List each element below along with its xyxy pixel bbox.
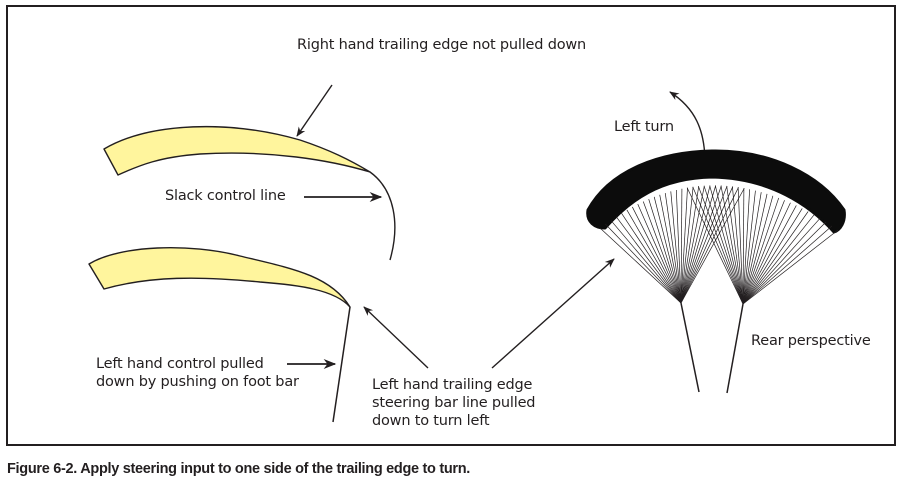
suspension-line-right	[742, 211, 809, 305]
paraglider-canopy	[586, 149, 846, 394]
suspension-line-right	[742, 197, 780, 305]
canopy-body	[586, 149, 846, 234]
suspension-line-left	[680, 185, 722, 304]
suspension-line-left	[680, 185, 711, 304]
pulled-control-line	[332, 306, 351, 423]
suspension-line-right	[742, 205, 797, 305]
suspension-line-right	[742, 214, 815, 305]
suspension-line-left	[680, 187, 688, 304]
suspension-line-left	[680, 187, 739, 304]
suspension-line-right	[709, 185, 744, 305]
suspension-line-right	[742, 208, 803, 305]
suspension-line-left	[680, 188, 683, 304]
suspension-line-left	[605, 223, 682, 304]
suspension-line-left	[626, 209, 682, 304]
suspension-line-right	[742, 190, 756, 305]
suspension-line-right	[742, 189, 751, 305]
suspension-line-right	[720, 185, 744, 305]
arrow-left-trailing-edge-to-canopy	[491, 258, 615, 369]
lower-airfoil	[88, 247, 351, 308]
slack-control-line	[369, 171, 396, 261]
suspension-line-right	[692, 186, 744, 305]
label-slack-control-line: Slack control line	[165, 188, 286, 204]
suspension-line-left	[680, 186, 734, 304]
suspension-line-left	[680, 185, 728, 304]
suspension-line-left	[680, 188, 745, 304]
label-left-trailing-edge-3: down to turn left	[372, 413, 490, 429]
suspension-line-left	[621, 212, 682, 304]
arrow-left-trailing-edge-to-airfoil	[363, 306, 429, 369]
suspension-line-right	[742, 200, 785, 305]
suspension-line-left	[642, 201, 682, 304]
suspension-line-left	[664, 192, 682, 304]
suspension-line-right	[742, 218, 821, 305]
label-left-hand-control-1: Left hand control pulled	[96, 356, 264, 372]
suspension-line-left	[680, 185, 717, 304]
suspension-line-left	[680, 186, 694, 304]
suspension-line-right	[742, 225, 833, 305]
suspension-line-right	[742, 192, 762, 305]
suspension-line-right	[737, 187, 744, 305]
suspension-line-left	[648, 198, 682, 304]
suspension-line-right	[703, 185, 744, 305]
suspension-line-left	[632, 206, 682, 304]
suspension-line-right	[742, 202, 791, 305]
label-left-trailing-edge-2: steering bar line pulled	[372, 395, 536, 411]
label-right-trailing-edge: Right hand trailing edge not pulled down	[297, 37, 587, 53]
suspension-line-left	[599, 227, 682, 304]
suspension-line-right	[698, 186, 744, 305]
label-left-trailing-edge-1: Left hand trailing edge	[372, 377, 533, 393]
label-left-turn: Left turn	[614, 119, 674, 135]
suspension-line-right	[742, 195, 774, 305]
suspension-line-right	[742, 188, 745, 305]
riser-left	[680, 302, 700, 393]
suspension-line-left	[610, 219, 682, 304]
suspension-line-right	[742, 193, 768, 305]
label-left-hand-control-2: down by pushing on foot bar	[96, 374, 299, 390]
suspension-line-left	[670, 191, 682, 304]
suspension-line-right	[742, 229, 839, 305]
suspension-line-left	[659, 194, 682, 304]
suspension-lines	[599, 185, 839, 305]
suspension-line-left	[615, 216, 682, 304]
arrow-right-trailing-edge	[296, 84, 333, 137]
suspension-line-right	[686, 187, 744, 305]
suspension-line-right	[726, 185, 744, 305]
upper-airfoil	[103, 125, 371, 176]
riser-right	[726, 303, 744, 394]
suspension-line-right	[732, 186, 744, 305]
suspension-line-left	[675, 189, 682, 304]
figure-caption: Figure 6-2. Apply steering input to one …	[7, 461, 471, 477]
suspension-line-left	[653, 196, 682, 304]
suspension-line-right	[742, 221, 827, 305]
suspension-line-right	[714, 185, 744, 305]
suspension-line-left	[637, 203, 682, 304]
label-rear-perspective: Rear perspective	[751, 333, 871, 349]
